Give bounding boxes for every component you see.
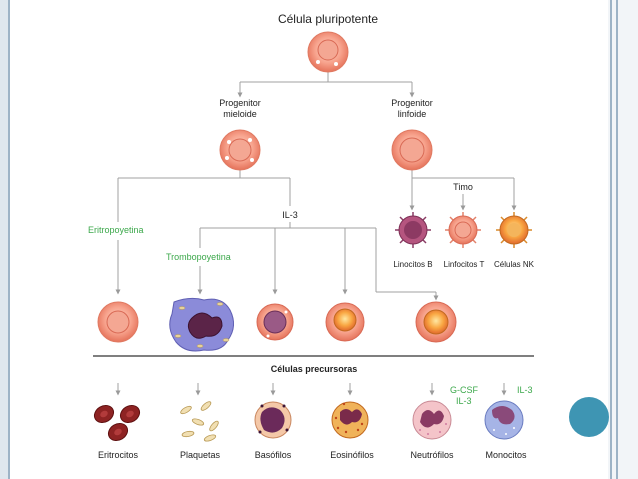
precursor-arrows	[115, 383, 507, 396]
label-il3-neutrophil: IL-3	[456, 396, 472, 406]
eosinophil-precursor-cell	[325, 302, 365, 342]
basophil-illustration	[254, 401, 292, 439]
connector-lines	[115, 72, 517, 301]
platelets-illustration	[180, 401, 219, 442]
label-erythrocytes: Eritrocitos	[97, 450, 139, 460]
label-platelets: Plaquetas	[179, 450, 221, 460]
label-t-lymphocytes: Linfocitos T	[443, 260, 485, 269]
label-gcsf: G-CSF	[450, 385, 478, 395]
left-frame-border	[0, 0, 10, 479]
label-basophils: Basófilos	[254, 450, 292, 460]
monocyte-illustration	[484, 400, 524, 440]
label-il3: IL-3	[282, 210, 298, 220]
myeloblast-cell	[415, 301, 457, 343]
decorative-teal-circle	[569, 397, 609, 437]
megakaryocyte-cell	[169, 297, 234, 352]
lymphoid-progenitor-cell	[391, 129, 433, 171]
label-lymphoid-progenitor: Progenitor linfoide	[391, 98, 433, 119]
erythroid-precursor-cell	[97, 301, 139, 343]
eosinophil-illustration	[331, 401, 369, 439]
label-nk-cells: Células NK	[493, 260, 535, 269]
pluripotent-cell	[307, 31, 349, 73]
label-il3-monocyte: IL-3	[517, 385, 533, 395]
label-precursor-cells: Células precursoras	[270, 364, 358, 374]
label-monocytes: Monocitos	[485, 450, 527, 460]
label-myeloid-progenitor: Progenitor mieloide	[219, 98, 261, 119]
erythrocytes-illustration	[93, 404, 141, 442]
nk-cell	[496, 212, 532, 248]
right-frame-border	[608, 0, 638, 479]
neutrophil-illustration	[412, 400, 452, 440]
label-thymus: Timo	[453, 182, 473, 192]
label-thrombopoietin: Trombopoyetina	[166, 252, 231, 262]
basophil-precursor-cell	[256, 303, 294, 341]
b-lymphocyte-cell	[395, 212, 431, 248]
label-erythropoietin: Eritropoyetina	[88, 225, 144, 235]
title-pluripotent-cell: Célula pluripotente	[277, 12, 379, 26]
label-b-lymphocytes: Linocitos B	[393, 260, 433, 269]
t-lymphocyte-cell	[445, 212, 481, 248]
label-neutrophils: Neutrófilos	[410, 450, 454, 460]
myeloid-progenitor-cell	[219, 129, 261, 171]
label-eosinophils: Eosinófilos	[330, 450, 374, 460]
